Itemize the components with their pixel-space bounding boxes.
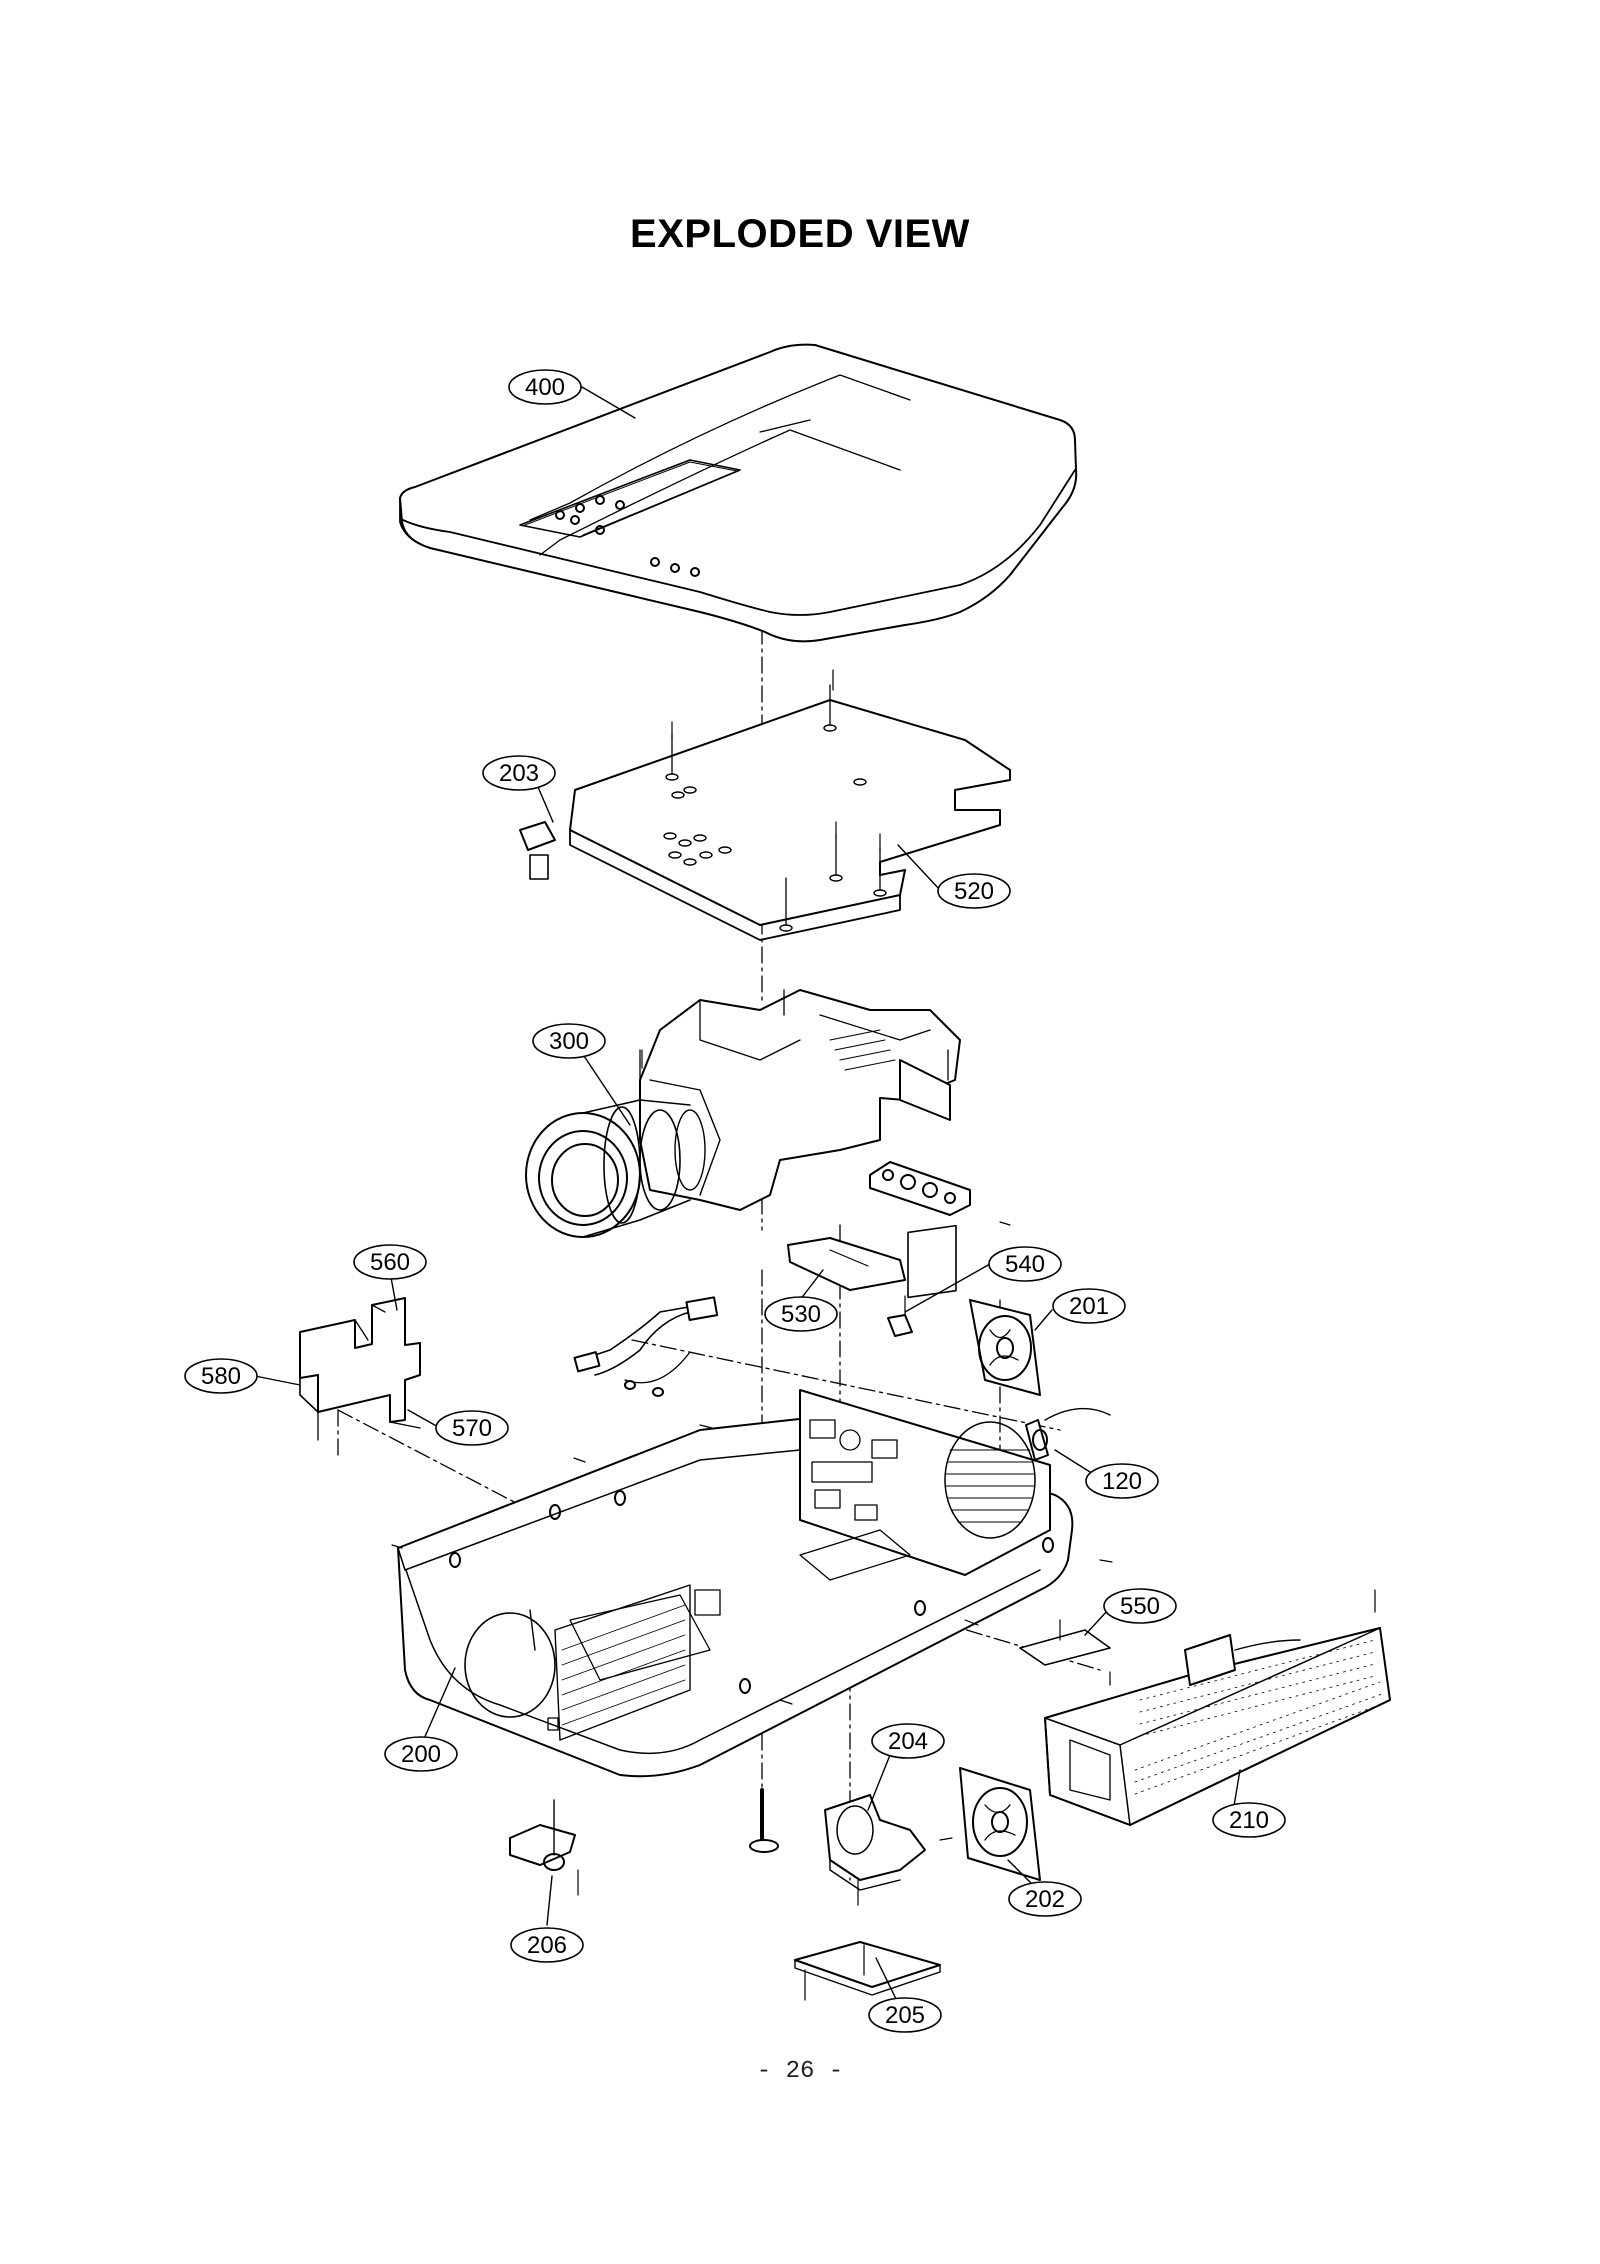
callout-label-120: 120 xyxy=(1102,1468,1142,1495)
callout-120: 120 xyxy=(1085,1463,1159,1499)
callout-210: 210 xyxy=(1212,1802,1286,1838)
fan-201 xyxy=(969,1299,1041,1396)
callout-560: 560 xyxy=(353,1244,427,1280)
callout-label-202: 202 xyxy=(1025,1886,1065,1913)
callout-206: 206 xyxy=(510,1927,584,1963)
main-board-520 xyxy=(519,684,1011,941)
small-board-530 xyxy=(787,1237,906,1291)
shield-bracket-580 xyxy=(299,1297,421,1441)
callout-label-580: 580 xyxy=(201,1363,241,1390)
callout-label-540: 540 xyxy=(1005,1251,1045,1278)
callout-550: 550 xyxy=(1103,1588,1177,1624)
adjuster-foot-206 xyxy=(509,1799,579,1896)
page-title: EXPLODED VIEW xyxy=(630,212,970,256)
callout-label-560: 560 xyxy=(370,1249,410,1276)
callout-200: 200 xyxy=(384,1736,458,1772)
callout-label-400: 400 xyxy=(525,374,565,401)
callout-label-300: 300 xyxy=(549,1028,589,1055)
callout-400: 400 xyxy=(508,369,582,405)
optical-engine-300 xyxy=(525,989,961,1238)
screws xyxy=(391,669,1376,1841)
top-cover-400 xyxy=(399,343,1078,643)
callout-label-550: 550 xyxy=(1120,1593,1160,1620)
callout-530: 530 xyxy=(764,1296,838,1332)
lamp-holder-204 xyxy=(824,1794,926,1906)
callout-205: 205 xyxy=(868,1997,942,2033)
bottom-lid-205 xyxy=(794,1941,941,2001)
callout-540: 540 xyxy=(988,1246,1062,1282)
callout-201: 201 xyxy=(1052,1288,1126,1324)
callout-300: 300 xyxy=(532,1023,606,1059)
bolt xyxy=(749,1788,779,1853)
callout-label-203: 203 xyxy=(499,760,539,787)
callout-202: 202 xyxy=(1008,1881,1082,1917)
callout-520: 520 xyxy=(937,873,1011,909)
speaker-120 xyxy=(1025,1407,1111,1461)
callout-label-206: 206 xyxy=(527,1932,567,1959)
callout-label-530: 530 xyxy=(781,1301,821,1328)
wire-harness xyxy=(573,1296,719,1397)
main-cabinet-200 xyxy=(397,1389,1074,1778)
switch-part xyxy=(887,1295,913,1337)
callout-580: 580 xyxy=(184,1358,258,1394)
callout-label-520: 520 xyxy=(954,878,994,905)
callout-label-205: 205 xyxy=(885,2002,925,2029)
terminal-plate-540 xyxy=(869,1161,971,1216)
callout-label-210: 210 xyxy=(1229,1807,1269,1834)
callout-label-204: 204 xyxy=(888,1728,928,1755)
callout-203: 203 xyxy=(482,755,556,791)
callout-label-200: 200 xyxy=(401,1741,441,1768)
callout-label-570: 570 xyxy=(452,1415,492,1442)
pad-550 xyxy=(1019,1629,1111,1666)
fan-202 xyxy=(959,1767,1041,1881)
page-number: - 26 - xyxy=(756,2058,844,2085)
callout-204: 204 xyxy=(871,1723,945,1759)
power-unit-210 xyxy=(1044,1627,1391,1826)
callout-label-201: 201 xyxy=(1069,1293,1109,1320)
callout-570: 570 xyxy=(435,1410,509,1446)
